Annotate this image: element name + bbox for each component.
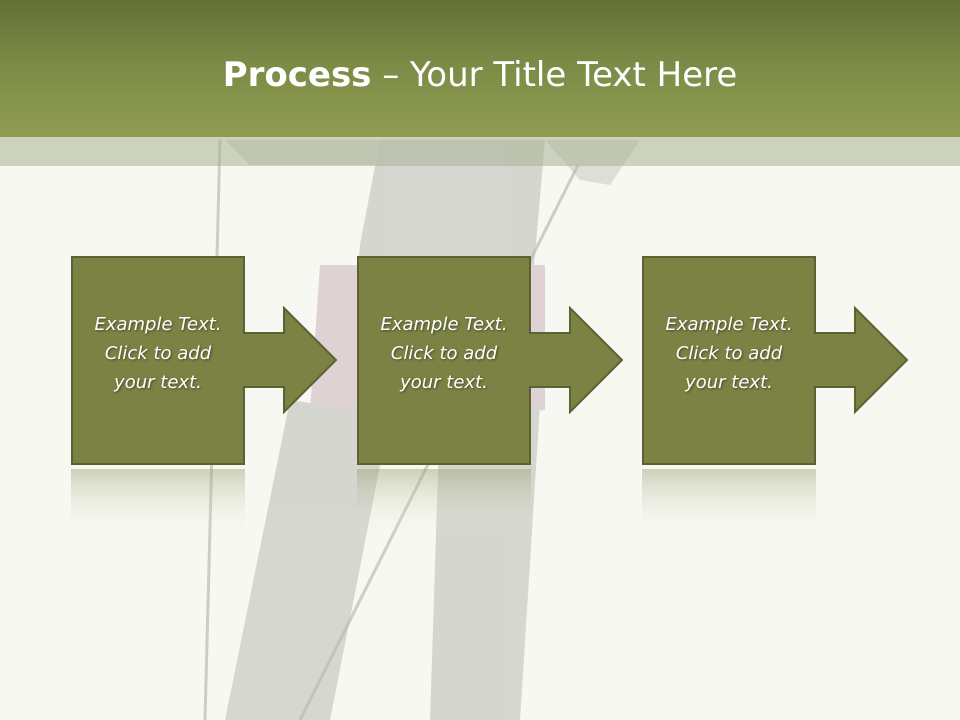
step-text[interactable]: Example Text. Click to add your text. [380,314,508,393]
step-text[interactable]: Example Text. Click to add your text. [94,314,222,393]
slide-title[interactable]: Process – Your Title Text Here [0,52,960,98]
title-bar [0,0,960,137]
title-rest-text: – Your Title Text Here [371,55,738,95]
step-text[interactable]: Example Text. Click to add your text. [665,314,793,393]
title-bold-text: Process [222,55,372,95]
step-arrow-shape [642,256,909,539]
process-step-2[interactable]: Example Text. Click to add your text. [357,256,627,546]
process-step-3[interactable]: Example Text. Click to add your text. [642,256,912,546]
header-band [0,137,960,166]
step-arrow-shape [357,256,624,539]
step-arrow-shape [71,256,338,539]
process-step-1[interactable]: Example Text. Click to add your text. [71,256,341,546]
